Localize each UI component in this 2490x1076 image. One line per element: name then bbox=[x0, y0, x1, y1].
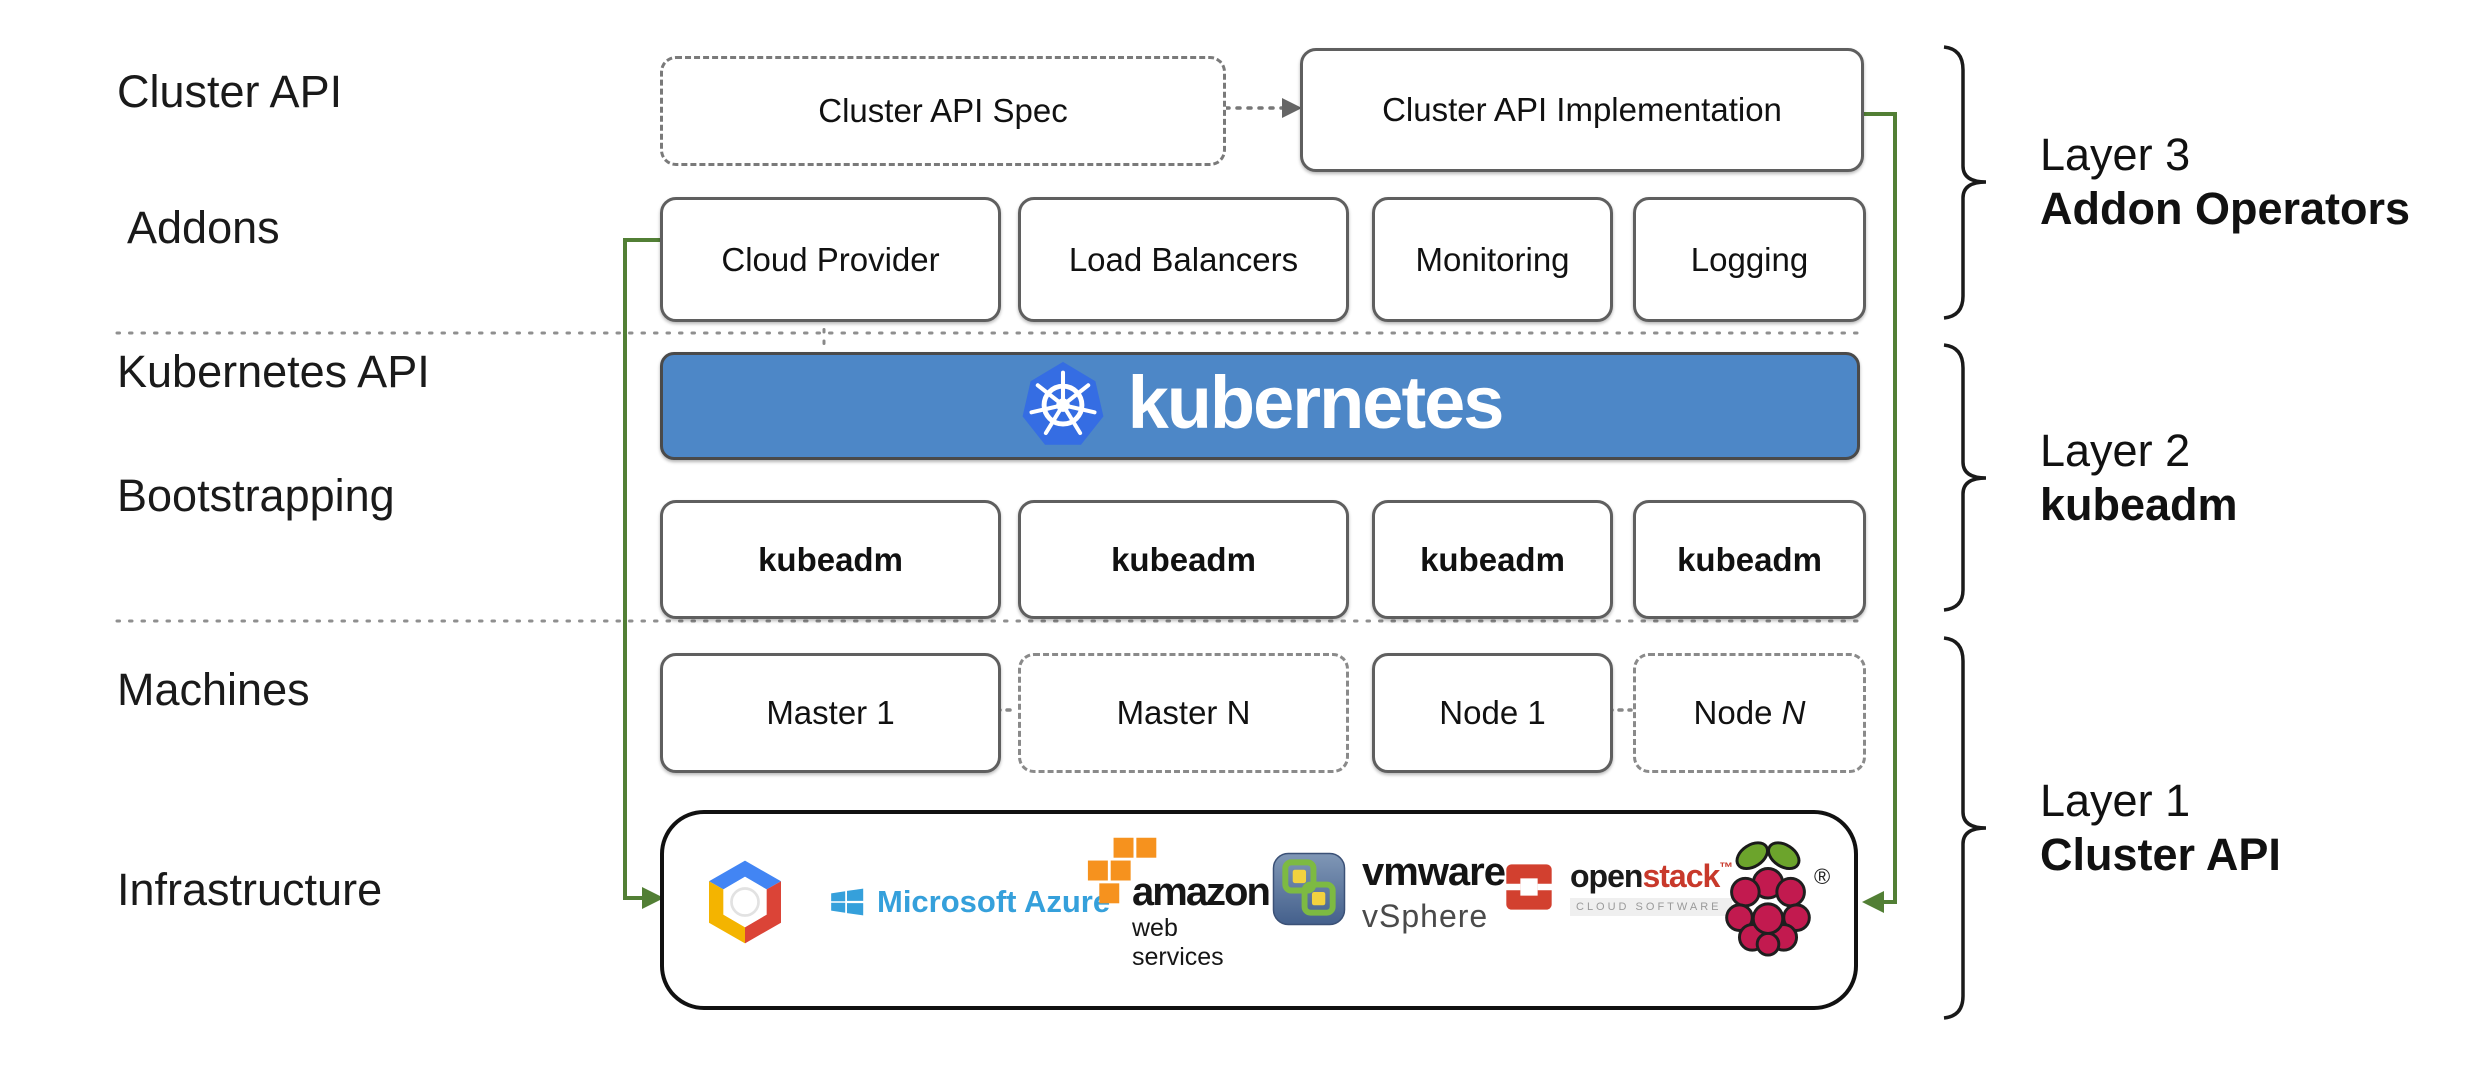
layer3-line2: Addon Operators bbox=[2040, 183, 2411, 234]
amazon-sublabel: web services bbox=[1132, 914, 1224, 971]
rail-label-machines: Machines bbox=[117, 664, 310, 715]
openstack-icon bbox=[1502, 864, 1556, 910]
box-node-n: Node N bbox=[1633, 653, 1866, 773]
microsoft-azure-icon bbox=[831, 888, 864, 916]
layer3-bracket bbox=[1943, 45, 1987, 320]
box-cluster-api-spec-label: Cluster API Spec bbox=[818, 92, 1068, 129]
rail-label-cluster-api: Cluster API bbox=[117, 66, 343, 117]
layer1-line2: Cluster API bbox=[2040, 829, 2281, 880]
box-load-balancers-label: Load Balancers bbox=[1068, 240, 1299, 278]
spec-to-implementation-arrowhead-icon bbox=[1282, 98, 1302, 118]
box-logging: Logging bbox=[1633, 197, 1866, 322]
amazon-label: amazon bbox=[1132, 870, 1271, 914]
box-master-n: Master N bbox=[1018, 653, 1349, 773]
layer1-bracket bbox=[1943, 636, 1987, 1020]
box-cluster-api-implementation: Cluster API Implementation bbox=[1300, 48, 1864, 172]
box-kubeadm-3: kubeadm bbox=[1372, 500, 1613, 619]
rail-label-bootstrapping: Bootstrapping bbox=[117, 470, 395, 521]
kubernetes-wheel-icon bbox=[1022, 361, 1103, 445]
box-cloud-provider: Cloud Provider bbox=[660, 197, 1001, 322]
box-cluster-api-implementation-label: Cluster API Implementation bbox=[1382, 91, 1782, 128]
google-cloud-icon bbox=[709, 860, 781, 944]
layer2-line2: kubeadm bbox=[2040, 479, 2238, 530]
box-kubeadm-4-label: kubeadm bbox=[1677, 540, 1822, 578]
rail-label-infrastructure: Infrastructure bbox=[117, 864, 383, 915]
box-master-n-label: Master N bbox=[1116, 694, 1251, 731]
vmware-logo: vmware vSphere bbox=[1272, 850, 1506, 935]
openstack-logo: openstack™ CLOUD SOFTWARE bbox=[1502, 858, 1733, 916]
layer3-line1: Layer 3 bbox=[2040, 129, 2191, 180]
openstack-sublabel: CLOUD SOFTWARE bbox=[1570, 898, 1733, 916]
box-node-1-label: Node 1 bbox=[1439, 694, 1546, 731]
box-monitoring-label: Monitoring bbox=[1415, 240, 1570, 278]
box-kubeadm-2: kubeadm bbox=[1018, 500, 1349, 619]
box-logging-label: Logging bbox=[1690, 240, 1809, 278]
vmware-vsphere-icon bbox=[1272, 852, 1346, 926]
layer2-label: Layer 2 kubeadm bbox=[2040, 424, 2238, 532]
box-cloud-provider-label: Cloud Provider bbox=[721, 240, 940, 278]
green-arrowhead-right-icon bbox=[1862, 891, 1884, 913]
kubernetes-wordmark: kubernetes bbox=[1127, 361, 1505, 444]
layer2-line1: Layer 2 bbox=[2040, 425, 2191, 476]
layer1-line1: Layer 1 bbox=[2040, 775, 2191, 826]
box-kubeadm-1-label: kubeadm bbox=[758, 540, 903, 578]
infrastructure-box: Microsoft Azure amazon web services bbox=[660, 810, 1858, 1010]
vmware-label: vmware bbox=[1362, 850, 1506, 894]
box-node-1: Node 1 bbox=[1372, 653, 1613, 773]
box-kubeadm-2-label: kubeadm bbox=[1111, 540, 1256, 578]
openstack-label: openstack™ bbox=[1570, 858, 1733, 894]
vmware-sublabel: vSphere bbox=[1362, 898, 1489, 934]
layer1-label: Layer 1 Cluster API bbox=[2040, 774, 2281, 882]
rail-label-addons: Addons bbox=[127, 202, 280, 253]
box-kubeadm-3-label: kubeadm bbox=[1420, 540, 1565, 578]
kubernetes-banner: kubernetes bbox=[660, 352, 1860, 460]
raspberry-pi-logo: ® bbox=[1722, 836, 1832, 966]
box-kubeadm-1: kubeadm bbox=[660, 500, 1001, 619]
aws-cubes-icon bbox=[1087, 837, 1157, 904]
raspberry-pi-icon bbox=[1725, 841, 1811, 957]
microsoft-azure-label: Microsoft Azure bbox=[877, 884, 1111, 919]
raspberry-pi-registered-mark: ® bbox=[1814, 864, 1831, 889]
rail-label-kubernetes-api: Kubernetes API bbox=[117, 346, 430, 397]
box-master-1: Master 1 bbox=[660, 653, 1001, 773]
microsoft-azure-logo: Microsoft Azure bbox=[829, 884, 1110, 920]
box-monitoring: Monitoring bbox=[1372, 197, 1613, 322]
green-line-left bbox=[623, 238, 660, 900]
box-kubeadm-4: kubeadm bbox=[1633, 500, 1866, 619]
box-load-balancers: Load Balancers bbox=[1018, 197, 1349, 322]
layer2-bracket bbox=[1943, 343, 1987, 612]
box-master-1-label: Master 1 bbox=[766, 694, 895, 731]
box-node-n-label: Node N bbox=[1693, 694, 1806, 731]
layer3-label: Layer 3 Addon Operators bbox=[2040, 128, 2410, 236]
box-cluster-api-spec: Cluster API Spec bbox=[660, 56, 1226, 166]
